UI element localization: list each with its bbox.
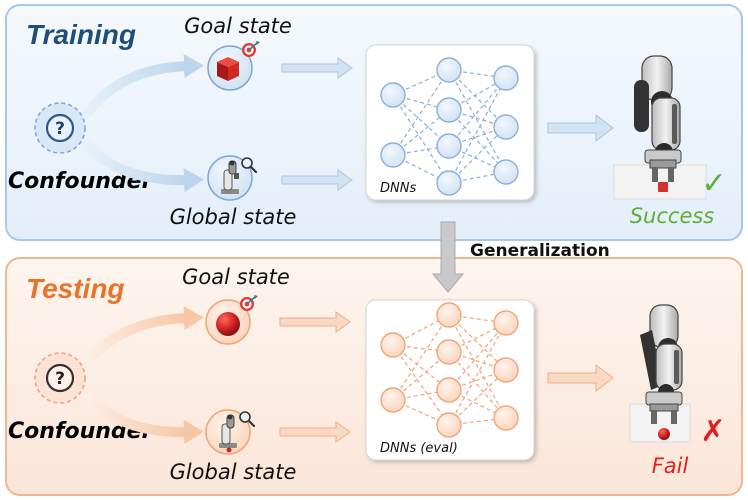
network-connection bbox=[448, 77, 507, 147]
training-network-to-robot-arrow bbox=[547, 113, 614, 143]
network-neuron bbox=[436, 170, 462, 196]
robot-arm-icon bbox=[219, 414, 237, 453]
network-connection bbox=[392, 351, 450, 401]
red-cube-icon bbox=[217, 57, 239, 81]
question-mark-icon: ? bbox=[55, 119, 65, 139]
testing-goal-label: Goal state bbox=[182, 265, 290, 289]
magnifier-icon bbox=[239, 411, 256, 428]
training-confounder-node: ? bbox=[34, 102, 86, 154]
network-neuron bbox=[493, 114, 519, 140]
training-confounder-to-goal-arrow bbox=[83, 54, 204, 117]
check-icon: ✓ bbox=[701, 166, 726, 201]
robot-success-illustration bbox=[613, 55, 707, 200]
network-connection bbox=[392, 314, 450, 401]
network-neuron bbox=[493, 357, 519, 383]
training-global-node bbox=[207, 155, 258, 201]
network-connection bbox=[448, 351, 507, 419]
network-neuron bbox=[436, 57, 462, 83]
network-connection bbox=[448, 314, 507, 419]
cross-icon: ✗ bbox=[700, 414, 725, 449]
testing-confounder-to-goal-arrow bbox=[83, 306, 204, 367]
network-connection bbox=[392, 344, 450, 426]
network-neuron bbox=[493, 65, 519, 91]
target-icon bbox=[240, 295, 258, 311]
red-ball-object bbox=[658, 428, 670, 440]
testing-title: Testing bbox=[26, 273, 125, 304]
network-connection bbox=[448, 314, 507, 371]
red-object bbox=[658, 182, 668, 192]
network-connection bbox=[448, 322, 507, 426]
network-neuron bbox=[436, 133, 462, 159]
network-connection bbox=[448, 109, 507, 173]
testing-goal-to-network-arrow bbox=[279, 311, 351, 333]
network-neuron bbox=[380, 332, 406, 358]
testing-confounder-node: ? bbox=[34, 352, 86, 404]
network-neuron bbox=[436, 97, 462, 123]
confounder-inner-ring bbox=[45, 363, 75, 393]
network-neuron bbox=[436, 339, 462, 365]
magnifier-icon bbox=[241, 157, 258, 174]
training-panel: Training ? Confounder Goal state bbox=[5, 4, 743, 241]
network-connection bbox=[448, 369, 507, 426]
training-goal-to-network-arrow bbox=[281, 57, 353, 79]
robot-arm-icon bbox=[221, 160, 239, 194]
network-neuron bbox=[436, 377, 462, 403]
testing-goal-node bbox=[205, 295, 258, 345]
training-goal-label: Goal state bbox=[184, 14, 292, 38]
network-neuron bbox=[380, 142, 406, 168]
training-global-label: Global state bbox=[170, 205, 297, 229]
network-connection bbox=[448, 322, 507, 391]
network-graph bbox=[380, 57, 519, 196]
robot-fail-illustration bbox=[629, 304, 691, 443]
target-icon bbox=[242, 41, 260, 57]
network-graph bbox=[380, 302, 519, 438]
training-network-label: DNNs bbox=[380, 181, 416, 196]
testing-global-label: Global state bbox=[170, 460, 297, 484]
training-title: Training bbox=[26, 19, 136, 50]
testing-network-to-robot-arrow bbox=[547, 363, 614, 393]
training-goal-node bbox=[207, 41, 260, 91]
training-global-to-network-arrow bbox=[281, 169, 353, 191]
network-neuron bbox=[436, 412, 462, 438]
network-connection bbox=[448, 77, 507, 184]
question-mark-icon: ? bbox=[55, 369, 65, 389]
network-connection bbox=[448, 69, 507, 173]
testing-outcome-label: Fail bbox=[652, 454, 689, 478]
network-neuron bbox=[493, 310, 519, 336]
testing-panel: Testing ? Confounder Goal state bbox=[5, 257, 743, 496]
network-neuron bbox=[380, 82, 406, 108]
testing-global-node bbox=[205, 409, 256, 455]
testing-confounder-to-global-arrow bbox=[83, 391, 204, 445]
training-confounder-to-global-arrow bbox=[83, 141, 204, 193]
testing-network: DNNs (eval) bbox=[365, 299, 535, 461]
network-connection bbox=[448, 126, 507, 184]
training-outcome-label: Success bbox=[630, 204, 715, 228]
network-connection bbox=[392, 69, 450, 156]
confounder-inner-ring bbox=[45, 113, 75, 143]
network-connection bbox=[392, 94, 450, 184]
testing-network-label: DNNs (eval) bbox=[380, 441, 458, 456]
network-neuron bbox=[493, 159, 519, 185]
red-ball-icon bbox=[216, 312, 240, 336]
network-neuron bbox=[380, 387, 406, 413]
generalization-label: Generalization bbox=[470, 241, 610, 261]
testing-global-to-network-arrow bbox=[279, 421, 351, 443]
network-neuron bbox=[493, 405, 519, 431]
training-network: DNNs bbox=[365, 44, 535, 201]
network-neuron bbox=[436, 302, 462, 328]
generalization-arrow bbox=[431, 221, 465, 293]
